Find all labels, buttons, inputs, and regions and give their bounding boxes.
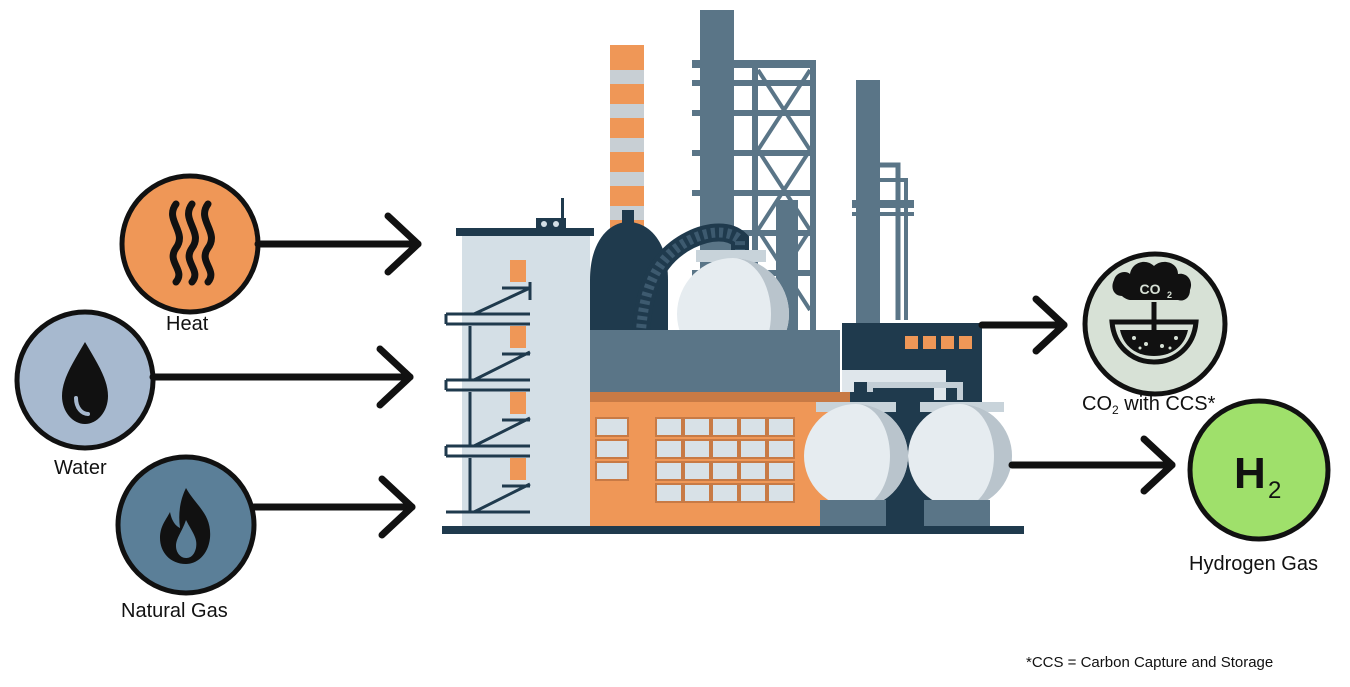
natural-gas-input [115,454,257,596]
h2-molecule-icon: H 2 [1234,449,1281,504]
co2-capture-icon: CO 2 [1109,261,1199,365]
factory-illustration [442,10,1024,534]
heat-label: Heat [166,313,209,335]
co2-label: CO2 with CCS* [1082,393,1216,417]
heat-input [119,173,261,315]
co2-label-subscript: 2 [1112,403,1119,417]
input-arrows [149,212,422,539]
co2-label-rest: with CCS* [1118,393,1216,415]
flame-icon [160,488,211,564]
heat-waves-icon [169,200,215,286]
co2-output: CO 2 [1082,251,1228,397]
co2-label-main: CO [1082,393,1112,415]
natural-gas-label: Natural Gas [121,600,228,622]
output-arrows [978,295,1176,495]
co2-icon-subscript: 2 [1167,290,1172,300]
water-drop-icon [62,342,108,424]
hydrogen-output: H 2 [1187,398,1331,542]
h2-symbol: H [1234,449,1266,498]
h2-subscript: 2 [1268,477,1281,504]
water-input [14,309,156,451]
ccs-footnote: *CCS = Carbon Capture and Storage [1026,654,1274,671]
water-label: Water [54,457,107,479]
hydrogen-label: Hydrogen Gas [1189,553,1318,575]
fire-escape-stairs [444,282,532,514]
factory-windows [595,417,795,503]
co2-icon-text: CO [1140,281,1161,297]
